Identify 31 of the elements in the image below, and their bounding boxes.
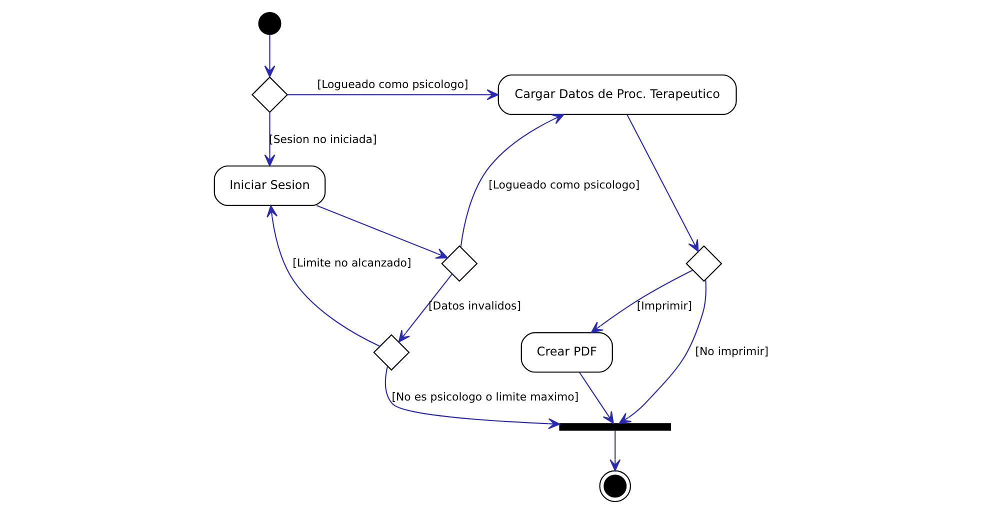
arrow: [316, 205, 448, 259]
arrow: [609, 430, 620, 472]
edge-label: [Logueado como psicologo]: [488, 178, 640, 192]
edge-label: [No imprimir]: [694, 345, 768, 358]
node-circle: [598, 470, 631, 502]
arrow: [618, 280, 706, 424]
arrow: [626, 114, 698, 252]
arrow: [578, 372, 614, 424]
edge-label: [Logueado como psicologo]: [316, 78, 468, 92]
node-box: Cargar Datos de Proc. Terapeutico: [497, 74, 736, 116]
arrow: [384, 366, 560, 430]
arrow: [398, 274, 452, 342]
node-diamond: [440, 245, 478, 282]
node-bar: [558, 423, 671, 431]
edge-label: [Datos invalidos]: [428, 300, 521, 313]
edge-label: [No es psicologo o limite maximo]: [391, 390, 578, 404]
node-diamond: [372, 334, 410, 371]
arrow: [264, 112, 275, 166]
arrow: [590, 270, 693, 334]
edge-label: [Imprimir]: [636, 300, 692, 313]
edge-label: [Limite no alcanzado]: [292, 256, 411, 270]
node-circle: [258, 12, 281, 35]
node-box: Crear PDF: [520, 332, 612, 373]
node-diamond: [250, 76, 288, 114]
edge-label: [Sesion no iniciada]: [268, 132, 376, 146]
arrow: [286, 89, 498, 100]
arrow: [264, 34, 275, 78]
arrow: [460, 114, 564, 248]
node-box: Iniciar Sesion: [213, 165, 326, 206]
arrow: [266, 205, 380, 347]
node-diamond: [685, 245, 722, 282]
